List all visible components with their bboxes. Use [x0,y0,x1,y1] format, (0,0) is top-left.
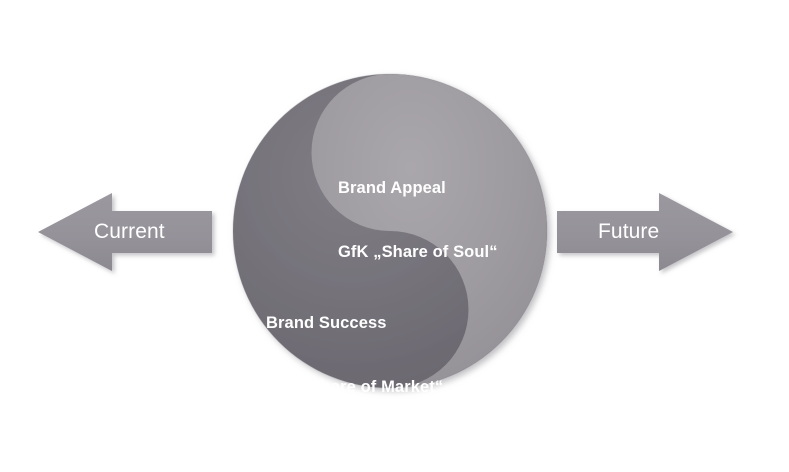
brand-appeal-line-1: Brand Appeal [338,179,446,198]
yin-yang-circle [232,73,548,389]
brand-success-line-2: GfK „Share of Market“ [266,377,444,396]
brand-success-label: Brand Success GfK „Share of Market“ [266,271,443,440]
arrow-left-icon [38,193,212,271]
arrow-right-icon [557,193,733,271]
arrow-right-label: Future [598,220,660,243]
brand-success-line-1: Brand Success [266,314,387,333]
brand-appeal-line-2: GfK „Share of Soul“ [338,242,498,261]
arrow-left-label: Current [94,220,165,243]
brand-appeal-label: Brand Appeal GfK „Share of Soul“ [338,136,498,305]
